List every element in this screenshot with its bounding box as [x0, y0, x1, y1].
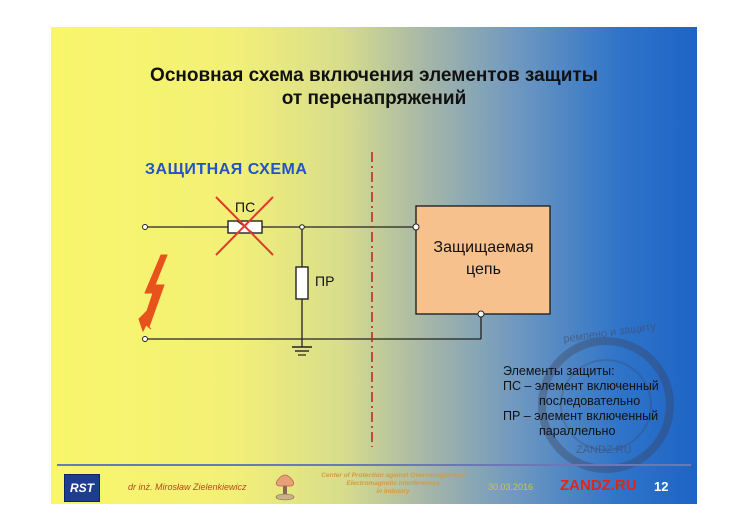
- series-element-label: ПС: [235, 199, 256, 215]
- footer-divider: [57, 464, 691, 466]
- watermark-bottom-text: ZANDZ.RU: [576, 444, 632, 456]
- rst-logo: RST: [64, 474, 100, 502]
- legend-ps-line1: ПС – элемент включенный: [503, 379, 659, 393]
- legend-pr-line2: параллельно: [539, 424, 616, 438]
- rst-logo-text: RST: [70, 481, 94, 495]
- footer-center-line2: Electromagnetic Interferences: [346, 480, 440, 487]
- footer-date: 30.03.2016: [488, 482, 534, 492]
- parallel-element-label: ПР: [315, 273, 335, 289]
- legend: Элементы защиты: ПС – элемент включенный…: [503, 364, 693, 439]
- protected-circuit-line2: цепь: [466, 261, 501, 278]
- lightning-icon: [138, 254, 168, 333]
- box-terminal-bottom: [477, 310, 485, 318]
- footer-brand[interactable]: ZANDZ.RU: [560, 477, 637, 494]
- parallel-element: [295, 266, 309, 300]
- protected-circuit-text: Защищаемая цепь: [416, 237, 551, 281]
- slide-title: Основная схема включения элементов защит…: [51, 64, 697, 110]
- footer-author: dr inż. Mirosław Zielenkiewicz: [128, 482, 247, 492]
- slide: Основная схема включения элементов защит…: [51, 27, 697, 504]
- terminal-bottom-left: [142, 336, 148, 342]
- junction-node: [299, 224, 305, 230]
- protected-circuit-line1: Защищаемая: [433, 239, 534, 256]
- circuit-diagram: [138, 152, 674, 473]
- terminal-top-left: [142, 224, 148, 230]
- legend-pr-line1: ПР – элемент включенный: [503, 409, 659, 423]
- legend-ps-line2: последовательно: [539, 394, 641, 408]
- watermark-stamp: [538, 337, 674, 473]
- page-number: 12: [654, 479, 669, 494]
- footer-center-line1: Center of Protection against Overvoltage…: [321, 472, 465, 479]
- scheme-label: ЗАЩИТНАЯ СХЕМА: [145, 161, 308, 178]
- slide-title-line1: Основная схема включения элементов защит…: [150, 65, 598, 86]
- footer-center-line3: in Industry: [376, 488, 410, 495]
- box-terminal-top: [412, 223, 420, 231]
- slide-title-line2: от перенапряжений: [281, 88, 467, 109]
- footer-center-name: Center of Protection against Overvoltage…: [308, 472, 478, 496]
- legend-title: Элементы защиты:: [503, 364, 615, 378]
- center-emblem-icon: [275, 474, 295, 501]
